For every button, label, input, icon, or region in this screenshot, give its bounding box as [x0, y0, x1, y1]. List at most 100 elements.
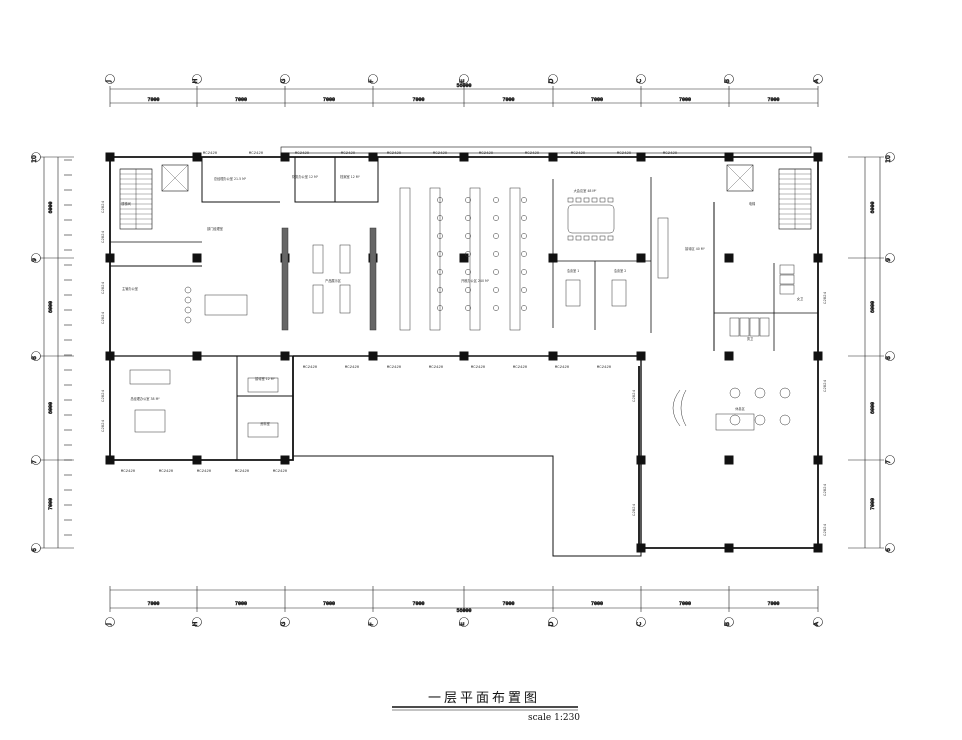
conference-table — [567, 204, 615, 234]
office-chair — [437, 305, 443, 311]
meeting-table — [611, 279, 627, 307]
column — [724, 455, 734, 465]
display-wall — [369, 227, 377, 331]
grid-label-bottom: H — [192, 622, 199, 627]
office-chair — [493, 305, 499, 311]
window-tag-east: C2824 — [633, 389, 637, 402]
office-chair — [437, 215, 443, 221]
grid-label-right: 8 — [885, 356, 892, 360]
window-tag-east: C2824 — [824, 523, 828, 536]
conf-chair — [567, 235, 574, 241]
office-chair — [437, 233, 443, 239]
office-chair — [493, 269, 499, 275]
bay-dimension-bottom: 7000 — [591, 601, 603, 607]
office-chair — [521, 215, 527, 221]
grid-label-top: H — [192, 79, 199, 84]
room-label-toilet_m: 男卫 — [747, 336, 754, 341]
window-tag-east: C2824 — [824, 483, 828, 496]
column — [280, 351, 290, 361]
window-tag-corridor: MC2420 — [597, 366, 612, 370]
column — [105, 351, 115, 361]
grid-bubble-right — [885, 455, 895, 465]
window-tag-top: MC2420 — [571, 152, 586, 156]
office-chair — [493, 215, 499, 221]
column — [813, 543, 823, 553]
grid-label-top: A — [813, 78, 820, 83]
window-tag-top: MC2420 — [663, 152, 678, 156]
column — [724, 152, 734, 162]
room-label-stair: 楼梯间 — [121, 201, 131, 206]
window-tag-west: C2824 — [102, 281, 106, 294]
grid-bubble-left — [31, 351, 41, 361]
window-tag-top: MC2420 — [433, 152, 448, 156]
column — [368, 351, 378, 361]
room-label-top_room_3: 档案室 12 M² — [340, 174, 360, 179]
toilet-cubicle — [779, 264, 795, 275]
sofa-curve — [680, 389, 687, 427]
room-label-lower_office_1: 部门经理室 — [207, 226, 223, 231]
grid-label-bottom: F — [368, 622, 375, 626]
grid-bubble-top — [548, 74, 558, 84]
room-label-reception: 接待区 40 M² — [685, 246, 705, 251]
grid-bubble-left — [31, 543, 41, 553]
desk-row — [399, 187, 411, 331]
row-dimension-left: 7000 — [48, 498, 54, 510]
office-chair — [493, 287, 499, 293]
window-tag-bottom: MC2420 — [235, 470, 250, 474]
office-chair — [465, 251, 471, 257]
display-stand — [312, 244, 324, 274]
column — [724, 351, 734, 361]
desk-row — [429, 187, 441, 331]
grid-label-top: E — [459, 79, 466, 83]
column — [724, 543, 734, 553]
office-chair — [465, 305, 471, 311]
bay-dimension-bottom: 7000 — [323, 601, 335, 607]
grid-label-right: 10 — [885, 155, 892, 163]
grid-label-top: F — [368, 79, 375, 83]
grid-bubble-right — [885, 152, 895, 162]
conf-chair — [583, 235, 590, 241]
grid-bubble-left — [31, 455, 41, 465]
bay-dimension-top: 7000 — [502, 97, 514, 103]
conf-chair — [591, 235, 598, 241]
toilet-cubicle — [779, 284, 795, 295]
office-chair — [521, 287, 527, 293]
plant — [184, 286, 192, 294]
sofa-curve — [672, 389, 681, 427]
office-chair — [437, 251, 443, 257]
grid-label-bottom: J — [105, 623, 112, 626]
room-label-left_mid_2: 资料室 — [260, 421, 270, 426]
toilet-cubicle — [739, 317, 750, 337]
office-chair — [493, 251, 499, 257]
grid-label-bottom: D — [548, 621, 555, 626]
grid-label-bottom: A — [813, 621, 820, 626]
grid-label-left: 7 — [31, 460, 38, 464]
window-tag-top: MC2420 — [295, 152, 310, 156]
grid-bubble-bottom — [280, 617, 290, 627]
grid-label-bottom: B — [724, 622, 731, 626]
window-tag-top: MC2420 — [341, 152, 356, 156]
grid-label-left: 9 — [31, 258, 38, 262]
grid-label-bottom: G — [280, 621, 287, 626]
column — [813, 455, 823, 465]
office-chair — [465, 233, 471, 239]
grid-label-left: 10 — [31, 155, 38, 163]
column — [192, 455, 202, 465]
column — [813, 253, 823, 263]
furniture-layout — [129, 187, 795, 438]
lounge-table — [779, 387, 791, 399]
toilet-cubicle — [759, 317, 770, 337]
window-tag-east: C2824 — [824, 291, 828, 304]
plant — [184, 316, 192, 324]
desk-row — [469, 187, 481, 331]
row-dimension-right: 6000 — [870, 201, 876, 213]
office-chair — [493, 233, 499, 239]
column — [192, 253, 202, 263]
grid-bubble-top — [368, 74, 378, 84]
column — [636, 152, 646, 162]
drawing-title: 一层平面布置图 — [428, 691, 540, 706]
conf-chair — [567, 197, 574, 203]
grid-bubble-bottom — [192, 617, 202, 627]
